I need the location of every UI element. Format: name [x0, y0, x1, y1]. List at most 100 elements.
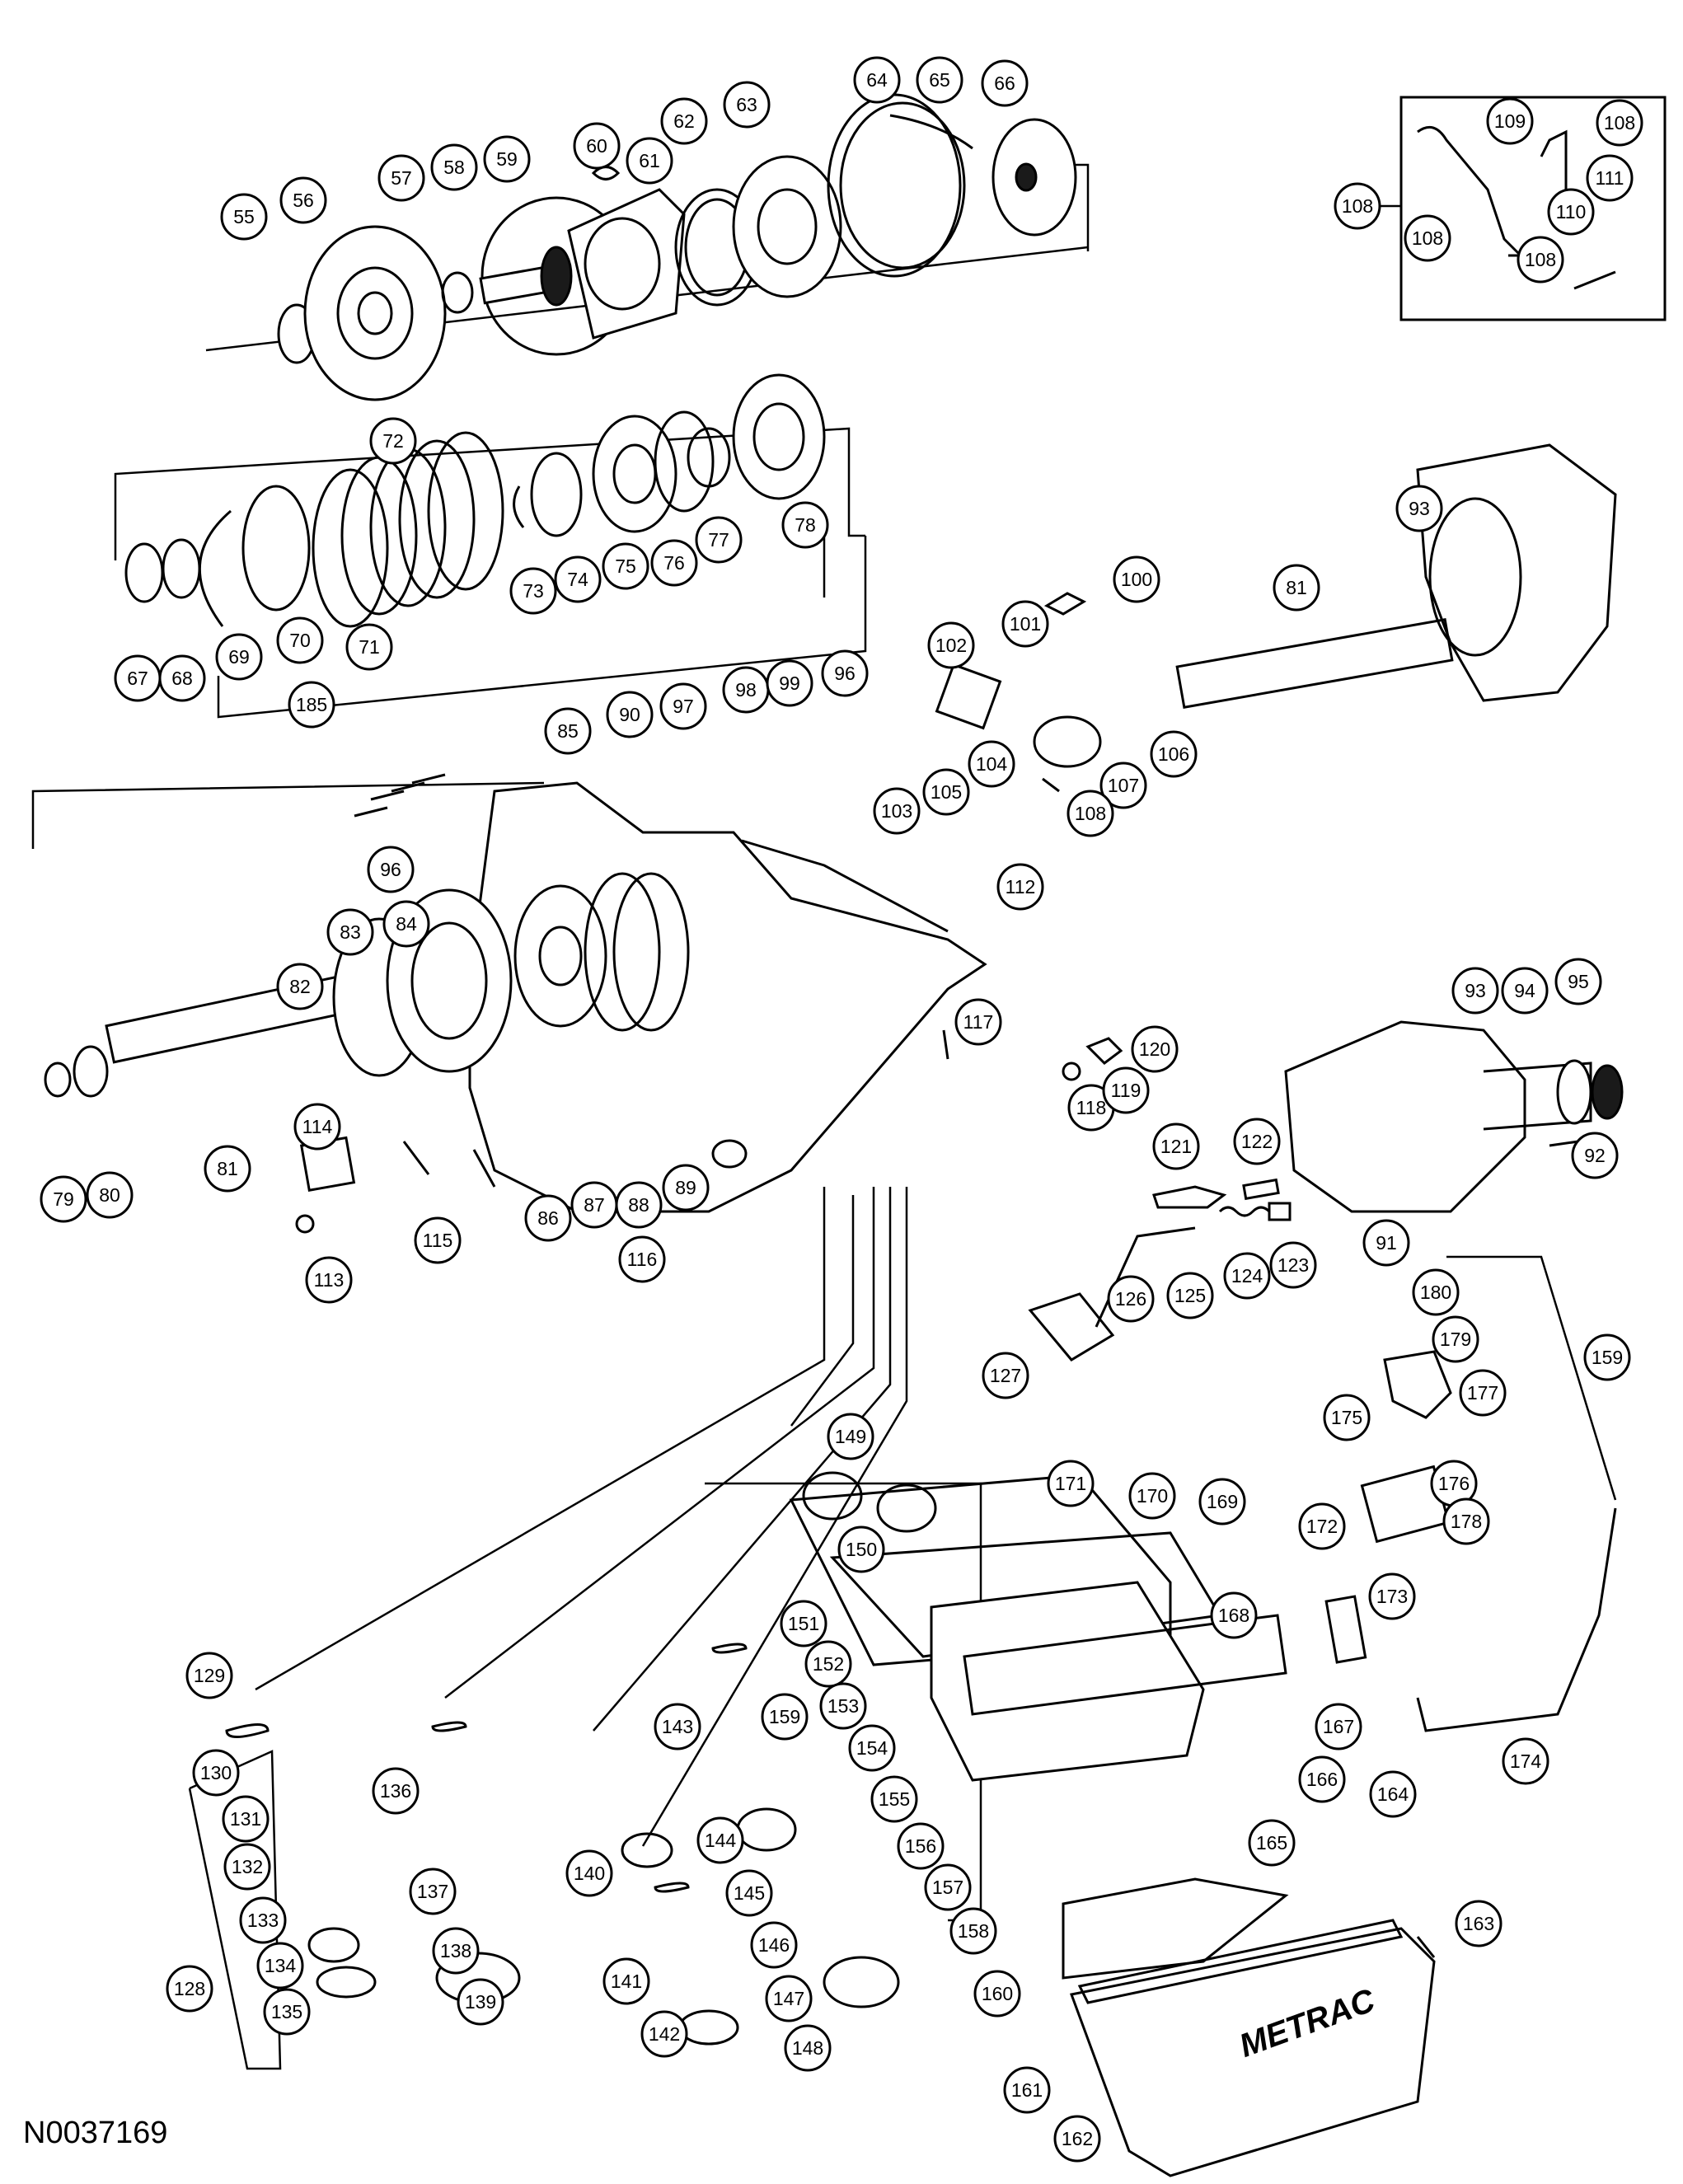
svg-text:131: 131 — [230, 1808, 261, 1830]
svg-text:122: 122 — [1241, 1131, 1273, 1152]
svg-text:108: 108 — [1604, 112, 1635, 134]
svg-text:111: 111 — [1596, 167, 1624, 189]
svg-text:89: 89 — [675, 1177, 696, 1198]
callout-128: 128 — [166, 1965, 213, 2013]
callout-171: 171 — [1047, 1460, 1095, 1507]
callout-59: 59 — [483, 135, 531, 183]
callout-127: 127 — [982, 1352, 1029, 1399]
callout-164: 164 — [1369, 1770, 1417, 1818]
callout-136: 136 — [372, 1767, 420, 1815]
callout-95: 95 — [1554, 958, 1602, 1005]
callout-161: 161 — [1003, 2066, 1051, 2114]
svg-text:132: 132 — [232, 1856, 263, 1877]
svg-text:102: 102 — [935, 635, 967, 656]
svg-text:108: 108 — [1342, 195, 1373, 217]
svg-text:106: 106 — [1158, 743, 1189, 765]
svg-text:177: 177 — [1467, 1382, 1498, 1404]
svg-text:105: 105 — [931, 781, 962, 803]
callout-154: 154 — [848, 1724, 896, 1772]
callout-152: 152 — [804, 1640, 852, 1688]
svg-text:140: 140 — [574, 1863, 605, 1884]
callout-108b: 108 — [1334, 182, 1381, 230]
svg-text:70: 70 — [289, 630, 311, 651]
callout-83: 83 — [326, 908, 374, 956]
svg-text:157: 157 — [932, 1877, 963, 1898]
svg-text:153: 153 — [827, 1695, 859, 1717]
callout-101: 101 — [1001, 600, 1049, 648]
callout-77: 77 — [695, 516, 743, 564]
svg-text:85: 85 — [557, 720, 579, 742]
callout-120: 120 — [1131, 1025, 1179, 1073]
svg-text:147: 147 — [773, 1988, 804, 2009]
callout-160: 160 — [973, 1970, 1021, 2018]
svg-text:114: 114 — [302, 1116, 333, 1137]
extension-housing — [1284, 1020, 1624, 1213]
callout-149: 149 — [827, 1413, 874, 1460]
svg-text:169: 169 — [1207, 1491, 1238, 1512]
svg-text:162: 162 — [1062, 2128, 1093, 2149]
svg-text:58: 58 — [443, 157, 465, 178]
callout-125: 125 — [1166, 1272, 1214, 1319]
callout-75: 75 — [602, 542, 649, 590]
svg-text:69: 69 — [228, 646, 250, 668]
svg-text:141: 141 — [611, 1971, 642, 1992]
svg-text:164: 164 — [1377, 1783, 1409, 1805]
callout-92: 92 — [1571, 1132, 1619, 1179]
callout-107: 107 — [1099, 762, 1147, 809]
callout-79: 79 — [40, 1175, 87, 1223]
callout-137: 137 — [409, 1868, 457, 1915]
svg-text:113: 113 — [314, 1269, 345, 1291]
clutch-assembly — [114, 373, 867, 719]
callout-86: 86 — [524, 1194, 572, 1242]
callout-158: 158 — [949, 1907, 997, 1955]
callout-151: 151 — [780, 1600, 827, 1647]
callout-65: 65 — [916, 56, 963, 104]
callout-81b: 81 — [204, 1145, 251, 1193]
svg-text:59: 59 — [496, 148, 518, 170]
callout-157: 157 — [924, 1863, 972, 1911]
svg-text:112: 112 — [1006, 876, 1036, 898]
callout-100: 100 — [1113, 555, 1160, 603]
svg-text:175: 175 — [1331, 1407, 1362, 1428]
callout-78: 78 — [781, 501, 829, 549]
svg-text:142: 142 — [649, 2023, 680, 2045]
svg-text:65: 65 — [929, 69, 950, 91]
callout-96: 96 — [821, 649, 869, 697]
callout-106: 106 — [1150, 730, 1198, 778]
svg-text:161: 161 — [1011, 2079, 1043, 2101]
callout-135: 135 — [263, 1988, 311, 2036]
callout-87: 87 — [570, 1181, 618, 1229]
svg-text:167: 167 — [1323, 1716, 1354, 1737]
svg-text:76: 76 — [663, 552, 685, 574]
transmission-case — [44, 773, 987, 1234]
svg-text:108: 108 — [1412, 227, 1443, 249]
svg-text:159: 159 — [1592, 1347, 1623, 1368]
svg-text:57: 57 — [391, 167, 412, 189]
svg-text:173: 173 — [1376, 1586, 1408, 1607]
svg-text:139: 139 — [465, 1991, 496, 2013]
callout-102: 102 — [927, 621, 975, 669]
svg-text:83: 83 — [340, 921, 361, 943]
svg-text:174: 174 — [1510, 1750, 1542, 1772]
callout-150: 150 — [837, 1526, 885, 1573]
callout-165: 165 — [1248, 1819, 1296, 1867]
svg-text:108: 108 — [1525, 249, 1556, 270]
svg-text:81: 81 — [217, 1158, 238, 1179]
svg-text:81: 81 — [1286, 577, 1307, 598]
callout-62: 62 — [660, 97, 708, 145]
svg-text:134: 134 — [265, 1955, 297, 1976]
callout-108c: 108 — [1596, 99, 1643, 147]
callout-69: 69 — [215, 633, 263, 681]
svg-text:121: 121 — [1160, 1136, 1192, 1157]
callout-155: 155 — [870, 1775, 918, 1823]
callout-108d: 108 — [1404, 214, 1451, 262]
svg-text:99: 99 — [779, 673, 800, 694]
callout-66: 66 — [981, 59, 1029, 107]
svg-text:145: 145 — [734, 1882, 765, 1904]
svg-text:73: 73 — [523, 580, 544, 602]
svg-text:93: 93 — [1465, 980, 1486, 1001]
svg-text:72: 72 — [382, 430, 404, 452]
callout-89: 89 — [662, 1164, 710, 1212]
callout-134: 134 — [256, 1942, 304, 1990]
callout-115: 115 — [414, 1216, 462, 1264]
